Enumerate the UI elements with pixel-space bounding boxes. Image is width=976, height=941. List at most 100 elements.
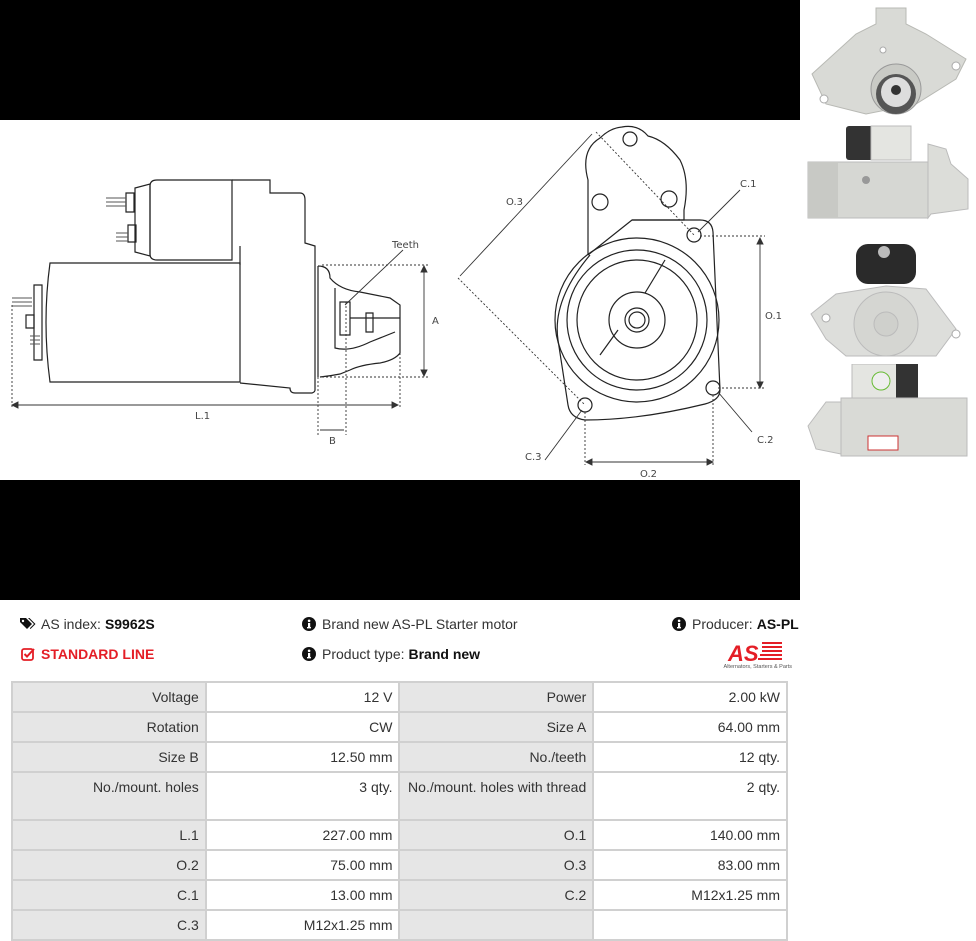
table-row: L.1 227.00 mm O.1 140.00 mm (11, 819, 788, 851)
starter-photo-front (811, 7, 967, 115)
thumbnail-side-view-label[interactable] (806, 364, 972, 478)
o2-label: O.2 (640, 469, 657, 480)
spec-value: 140.00 mm (592, 819, 788, 851)
spec-value: 13.00 mm (204, 879, 401, 911)
front-outer-ring (554, 237, 720, 403)
product-type-label: Product type: (322, 646, 405, 662)
product-description: Brand new AS-PL Starter motor (301, 616, 518, 632)
as-index: AS index: S9962S (20, 616, 155, 632)
spec-key: Voltage (11, 681, 207, 713)
teeth-label: Teeth (391, 240, 419, 251)
c2-label: C.2 (757, 435, 774, 446)
spec-key: No./teeth (398, 741, 595, 773)
starter-photo-side (807, 125, 969, 220)
c3-leader (544, 409, 583, 461)
product-type-value: Brand new (408, 646, 481, 662)
motor-housing (45, 262, 241, 383)
size-b-label: B (329, 436, 336, 447)
spec-key: C.1 (11, 879, 207, 911)
spec-value: 2 qty. (592, 771, 788, 821)
starter-photo-side-label (807, 364, 968, 457)
info-icon (301, 646, 317, 662)
product-image-stage: Teeth A L.1 B (0, 0, 800, 600)
spec-value: 12.50 mm (204, 741, 401, 773)
mount-hole-c1 (686, 227, 702, 243)
starter-photo-rear (810, 244, 961, 357)
thumbnail-rear-view[interactable] (806, 244, 972, 358)
producer-value: AS-PL (756, 616, 799, 632)
o3-dimension-line (459, 133, 593, 277)
table-row: Size B 12.50 mm No./teeth 12 qty. (11, 741, 788, 773)
product-info: AS index: S9962S STANDARD LINE Brand new… (0, 610, 800, 674)
product-type: Product type: Brand new (301, 646, 480, 662)
c3-label: C.3 (525, 452, 542, 463)
technical-drawing: Teeth A L.1 B (0, 120, 800, 480)
spec-value: 2.00 kW (592, 681, 788, 713)
spec-value: 12 V (204, 681, 401, 713)
spec-value: 227.00 mm (204, 819, 401, 851)
size-a-label: A (432, 316, 439, 327)
standard-line-badge: STANDARD LINE (20, 646, 154, 662)
spec-key: C.3 (11, 909, 207, 941)
spec-key: O.1 (398, 819, 595, 851)
table-row: Rotation CW Size A 64.00 mm (11, 711, 788, 743)
spec-key: O.3 (398, 849, 595, 881)
as-index-value: S9962S (104, 616, 155, 632)
info-icon (301, 616, 317, 632)
mount-hole-top (622, 131, 638, 147)
tags-icon (20, 616, 36, 632)
starter-motor-drawing: Teeth A L.1 B (10, 125, 782, 480)
spec-value: 64.00 mm (592, 711, 788, 743)
as-logo-mark: AS (727, 641, 782, 666)
terminal-stud-3 (12, 297, 32, 307)
thumbnail-gallery (806, 4, 972, 484)
o3-label: O.3 (506, 197, 523, 208)
logo-text: AS (727, 641, 759, 664)
o1-label: O.1 (765, 311, 782, 322)
spec-value: 3 qty. (204, 771, 401, 821)
spec-value: 75.00 mm (204, 849, 401, 881)
thumbnail-side-view-solenoid[interactable] (806, 124, 972, 238)
c1-leader (697, 189, 741, 233)
logo-tagline: Alternators, Starters & Parts (723, 664, 792, 670)
spec-key: L.1 (11, 819, 207, 851)
spec-key (398, 909, 595, 941)
spec-key: C.2 (398, 879, 595, 911)
table-row: Voltage 12 V Power 2.00 kW (11, 681, 788, 713)
spec-key: Size A (398, 711, 595, 743)
terminal-stud-4 (30, 335, 40, 345)
spec-key: No./mount. holes with thread (398, 771, 595, 821)
description-text: Brand new AS-PL Starter motor (322, 616, 518, 632)
c2-leader (717, 391, 753, 433)
table-row: No./mount. holes 3 qty. No./mount. holes… (11, 771, 788, 821)
terminal-stud-2 (116, 232, 128, 242)
spec-key: No./mount. holes (11, 771, 207, 821)
spec-value: 12 qty. (592, 741, 788, 773)
as-pl-logo: AS Alternators, Starters & Parts (716, 640, 792, 672)
specs-table: Voltage 12 V Power 2.00 kW Rotation CW S… (11, 681, 788, 941)
spec-value: 83.00 mm (592, 849, 788, 881)
info-icon (671, 616, 687, 632)
table-row: C.3 M12x1.25 mm (11, 909, 788, 941)
spec-key: Power (398, 681, 595, 713)
table-row: C.1 13.00 mm C.2 M12x1.25 mm (11, 879, 788, 911)
checkbox-checked-icon (20, 646, 36, 662)
spec-key: O.2 (11, 849, 207, 881)
thumbnail-front-flange-view[interactable] (806, 4, 972, 118)
solenoid-mount-outline (585, 125, 687, 256)
spec-value: M12x1.25 mm (592, 879, 788, 911)
spec-value: CW (204, 711, 401, 743)
teeth-leader (344, 249, 404, 306)
l1-label: L.1 (195, 411, 210, 422)
producer: Producer: AS-PL (671, 616, 799, 632)
flange-outline (556, 219, 721, 421)
spec-value (592, 909, 788, 941)
solenoid (149, 179, 233, 261)
c1-label: C.1 (740, 179, 757, 190)
as-index-label: AS index: (41, 616, 101, 632)
producer-label: Producer: (692, 616, 753, 632)
standard-line-label: STANDARD LINE (41, 646, 155, 662)
mount-hole-c2 (705, 380, 721, 396)
spec-value: M12x1.25 mm (204, 909, 401, 941)
spec-key: Size B (11, 741, 207, 773)
